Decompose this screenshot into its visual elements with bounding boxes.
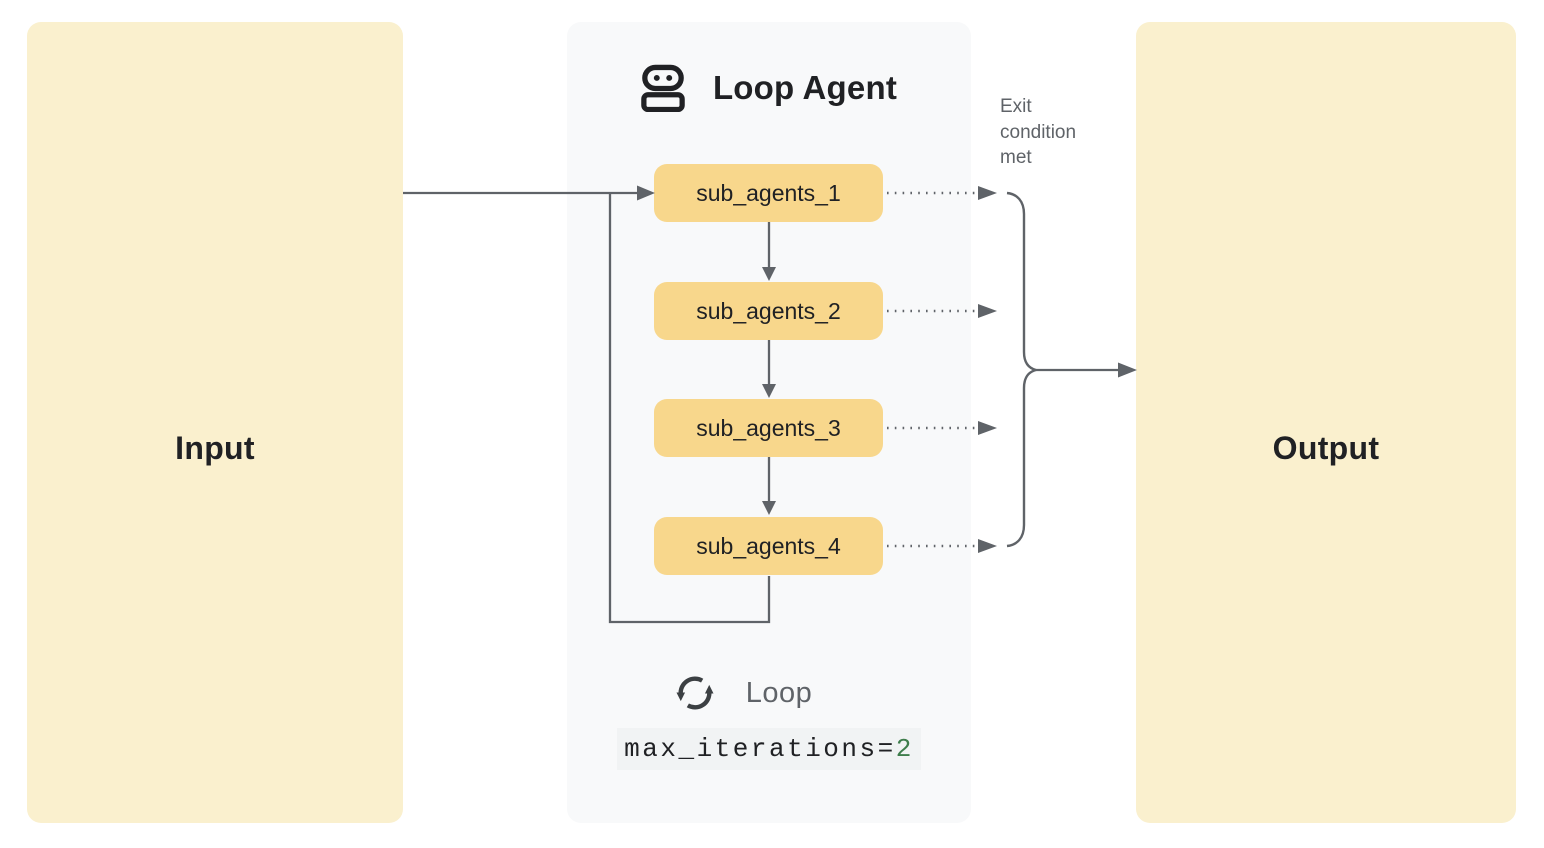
input-box: [27, 22, 403, 823]
loop-footer: Loop: [567, 672, 971, 714]
max-iterations-code: max_iterations=2: [617, 728, 921, 770]
arrowhead-exit-4: [978, 539, 997, 553]
sub-agent-label: sub_agents_3: [696, 414, 841, 441]
sub-agent-node-1: sub_agents_1: [654, 164, 883, 222]
robot-icon: [641, 64, 685, 112]
exit-condition-label: Exit condition met: [1000, 96, 1077, 168]
arrowhead-exit-1: [978, 186, 997, 200]
arrowhead-output: [1118, 362, 1137, 378]
sub-agent-node-2: sub_agents_2: [654, 282, 883, 340]
arrowhead-exit-2: [978, 304, 997, 318]
sub-agent-node-4: sub_agents_4: [654, 517, 883, 575]
sub-agent-label: sub_agents_2: [696, 297, 841, 324]
code-value: 2: [895, 734, 914, 764]
sub-agent-label: sub_agents_4: [696, 532, 841, 559]
sub-agent-node-3: sub_agents_3: [654, 399, 883, 457]
loop-agent-title: Loop Agent: [712, 69, 898, 106]
loop-label: Loop: [745, 676, 813, 709]
exit-bracket: [1006, 191, 1037, 548]
input-label: Input: [175, 430, 255, 466]
loop-arrows-icon: [674, 672, 716, 714]
output-box: [1136, 22, 1516, 823]
sub-agent-label: sub_agents_1: [696, 179, 841, 206]
output-label: Output: [1272, 430, 1380, 466]
loop-agent-header: Loop Agent: [567, 64, 971, 112]
code-prefix: max_iterations=: [624, 734, 896, 764]
arrowhead-exit-3: [978, 421, 997, 435]
